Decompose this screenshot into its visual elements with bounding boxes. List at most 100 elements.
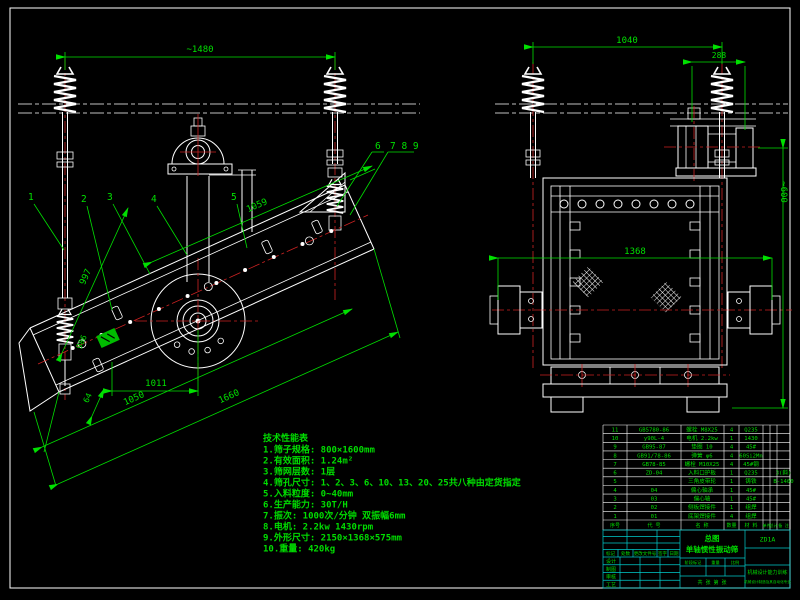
bom-cell: 60Si2Mn — [739, 453, 763, 459]
bom-cell: 1 — [730, 497, 733, 503]
org-name-1: 机械设计能力训练 — [747, 569, 787, 576]
svg-text:更改文件号: 更改文件号 — [634, 550, 657, 557]
mesh-symbol — [650, 281, 682, 313]
flange-bolt — [595, 199, 605, 209]
bom-cell: 侧板焊接件 — [688, 503, 716, 511]
side-tab — [569, 221, 581, 231]
bom-cell: 03 — [651, 497, 658, 503]
bom-header: 总计 — [770, 522, 778, 528]
motor-assembly — [664, 106, 762, 184]
svg-text:标记: 标记 — [606, 550, 615, 557]
bom-cell: Q235 — [744, 471, 757, 477]
deck-bolt — [271, 255, 276, 259]
drawing-number: ZD1A — [760, 536, 776, 544]
callout-6: 6 — [375, 141, 381, 152]
bom-cell: 螺栓 M10X25 — [685, 460, 720, 468]
bom-cell: 4 — [730, 462, 734, 468]
bom-cell: GB5780-86 — [639, 427, 669, 433]
front-suspension-right — [709, 62, 735, 368]
bom-cell: 2 — [613, 505, 616, 511]
bom-cell: 4 — [730, 427, 734, 433]
deck-bolt — [128, 320, 133, 324]
deck-hole — [203, 282, 213, 292]
svg-text:阶段标记: 阶段标记 — [685, 559, 703, 566]
bom-header: 单件 — [763, 522, 771, 528]
bom-cell: ZD-04 — [646, 471, 663, 477]
svg-text:3.筛网层数: 1层: 3.筛网层数: 1层 — [263, 466, 335, 478]
bom-cell: 4 — [730, 514, 734, 520]
flange-bolt — [649, 199, 659, 209]
drawing-subtitle: 单轴惯性振动筛 — [686, 544, 739, 554]
bom-cell: 3(斜) — [776, 469, 792, 477]
bom-cell: 1 — [613, 514, 616, 520]
svg-text:签字: 签字 — [658, 550, 667, 557]
deck-bolt — [214, 281, 219, 285]
svg-text:审核: 审核 — [606, 574, 616, 581]
svg-text:制图: 制图 — [606, 566, 616, 573]
side-tab — [689, 221, 701, 231]
deck-bolt — [185, 294, 190, 298]
spec-title: 技术性能表 — [263, 432, 309, 444]
dim-center-offset: 1011 — [145, 379, 167, 389]
side-tab — [689, 333, 701, 343]
svg-text:7.振次: 1000次/分钟 双振幅6mm: 7.振次: 1000次/分钟 双振幅6mm — [263, 510, 406, 522]
svg-text:6.生产能力: 30T/H: 6.生产能力: 30T/H — [263, 499, 348, 511]
dim-overall-width: ~1480 — [186, 45, 213, 55]
bom-cell: 4 — [730, 453, 734, 459]
callout-2: 2 — [81, 194, 87, 205]
svg-text:重量: 重量 — [711, 559, 719, 566]
bom-cell: 4 — [613, 488, 617, 494]
dim-body-width: 1368 — [624, 247, 646, 257]
bom-header: 名 称 — [695, 522, 708, 529]
bom-cell: 45# — [746, 488, 757, 494]
bom-cell: 1 — [730, 471, 733, 477]
callout-5: 5 — [231, 192, 237, 203]
bom-cell: GB95-87 — [642, 445, 666, 451]
flange-bolt — [613, 199, 623, 209]
drawing-title: 总图 — [705, 533, 720, 543]
bom-header: 材 料 — [744, 522, 757, 529]
dim-span: 1040 — [616, 36, 638, 46]
bom-header: 备 注 — [778, 522, 788, 528]
org-name-2: 机械设计制造及其自动化专业 — [744, 579, 791, 584]
title-block: 标记 处数 更改文件号 签字 日期 设计 制图 审核 工艺 总图 单轴惯性振动筛… — [602, 529, 791, 588]
bom-cell: 1 — [730, 436, 733, 442]
bom-cell: 偏心轴承 — [691, 486, 714, 494]
bom-cell: y90L-4 — [644, 436, 665, 442]
side-tab — [689, 277, 701, 287]
front-view-dimensions: 1040 288 1368 ~600 — [489, 36, 788, 409]
deck-bolt — [243, 268, 248, 272]
bom-cell: 3 — [613, 497, 616, 503]
deck-bolt — [300, 242, 305, 246]
bom-cell: 11 — [612, 427, 619, 433]
drawing-border — [9, 7, 791, 589]
flange-bolt — [577, 199, 587, 209]
bom-cell: B-1400 — [773, 479, 793, 485]
bom-cell: 1 — [730, 479, 733, 485]
deck-bolt — [156, 307, 161, 311]
side-tab — [569, 333, 581, 343]
shaft-ends — [489, 285, 781, 335]
bom-cell: 8 — [613, 453, 617, 459]
bom-cell: 螺栓 M8X25 — [686, 425, 717, 433]
spec-table: 技术性能表 1.筛子规格: 800×1600mm 2.有效面积: 1.24m² … — [263, 432, 522, 555]
bom-cell: 三角皮带轮 — [688, 477, 716, 485]
callout-7-8-9: 7 8 9 — [390, 141, 419, 152]
bom-header: 序号 — [610, 522, 620, 529]
svg-text:1.筛子规格: 800×1600mm: 1.筛子规格: 800×1600mm — [263, 444, 375, 456]
bom-header: 代 号 — [647, 522, 660, 529]
front-view: 1040 288 1368 ~600 — [489, 36, 792, 413]
bom-cell: 组焊 — [745, 503, 757, 511]
flange-bolt — [667, 199, 677, 209]
screen-box — [492, 177, 792, 366]
bom-cell: 铸铁 — [745, 477, 757, 485]
bom-cell: Q235 — [744, 427, 757, 433]
sheet-info: 共 张 第 张 — [697, 579, 726, 586]
bom-cell: 04 — [651, 488, 658, 494]
dim-edge: 64 — [82, 392, 94, 405]
part-callouts: 1 2 3 4 5 6 7 8 9 — [28, 141, 419, 311]
callout-4: 4 — [151, 194, 157, 205]
side-view: ~1480 1059 997 1011 1050 1660 64 986 1 — [18, 45, 420, 491]
